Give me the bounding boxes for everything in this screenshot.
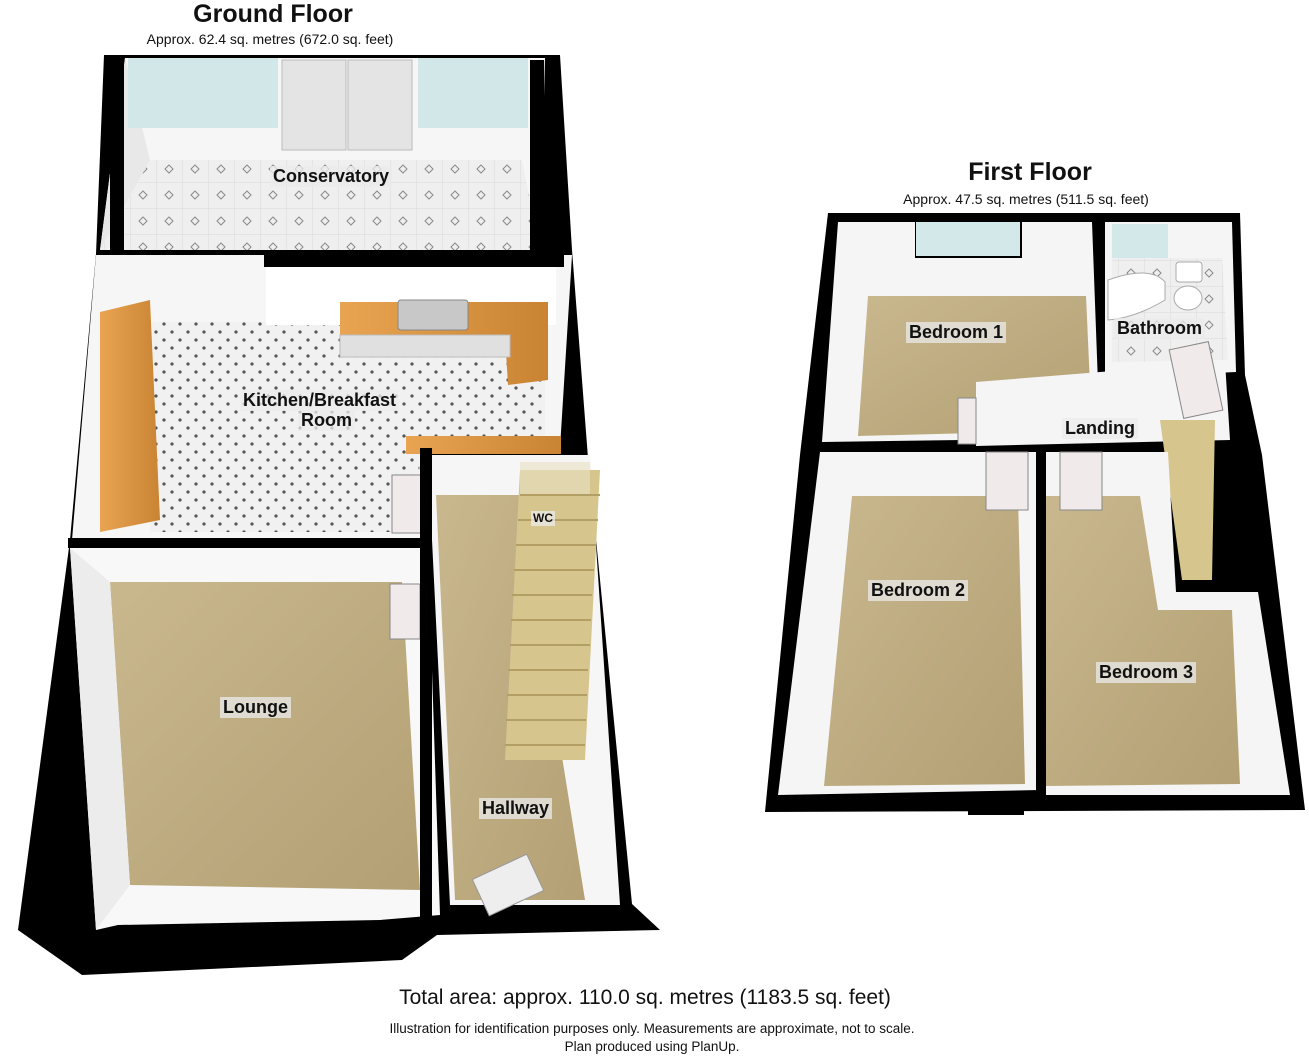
staircase: [505, 494, 600, 746]
kitchen-door: [391, 474, 423, 534]
ground-floor-title: Ground Floor: [193, 0, 353, 28]
bedroom-1-door: [957, 397, 977, 445]
bedroom-3-room: [1046, 451, 1290, 795]
landing-room: [957, 341, 1230, 580]
room-label-kitchen-line1: Kitchen/Breakfast: [240, 390, 400, 411]
room-label-conservatory: Conservatory: [270, 166, 393, 187]
lounge-room: [68, 448, 440, 930]
first-floor-plan: [765, 213, 1305, 815]
room-label-bedroom-3: Bedroom 3: [1096, 662, 1197, 683]
front-door: [471, 853, 545, 917]
conservatory-room: [100, 55, 545, 253]
toilet-icon: [1175, 261, 1203, 283]
ground-floor-area: Approx. 62.4 sq. metres (672.0 sq. feet): [146, 31, 394, 47]
room-label-lounge: Lounge: [220, 697, 291, 718]
room-label-bedroom-2: Bedroom 2: [868, 580, 969, 601]
lounge-door: [389, 583, 421, 640]
bedroom-2-room: [778, 445, 1046, 797]
room-label-bathroom: Bathroom: [1114, 318, 1205, 339]
conservatory-window-left: [128, 58, 278, 128]
first-floor-area: Approx. 47.5 sq. metres (511.5 sq. feet): [903, 191, 1149, 207]
room-label-wc: WC: [531, 511, 555, 526]
kitchen-worktop-back: [340, 302, 548, 385]
ground-floor-plan: [18, 55, 660, 975]
disclaimer-text: Illustration for identification purposes…: [389, 1021, 915, 1036]
room-label-bedroom-1: Bedroom 1: [906, 322, 1007, 343]
credit-text: Plan produced using PlanUp.: [564, 1039, 740, 1054]
kitchen-worktop-front: [406, 436, 561, 454]
hallway-room: [420, 455, 620, 917]
total-area: Total area: approx. 110.0 sq. metres (11…: [399, 986, 891, 1009]
first-floor-title: First Floor: [968, 158, 1092, 186]
french-door-right: [347, 59, 413, 151]
kitchen-worktop-left: [100, 300, 160, 532]
landing-staircase: [1160, 420, 1215, 580]
bathroom-door: [1168, 341, 1224, 419]
sink-icon: [397, 299, 469, 331]
room-label-landing: Landing: [1062, 418, 1138, 439]
room-label-hallway: Hallway: [479, 798, 553, 819]
room-label-kitchen-line2: Room: [298, 410, 355, 431]
bedroom-1-window: [916, 222, 1020, 256]
bedroom-3-door: [1059, 451, 1103, 511]
french-door-left: [281, 59, 347, 151]
conservatory-window-right: [418, 58, 528, 128]
bedroom-2-door: [985, 451, 1029, 511]
